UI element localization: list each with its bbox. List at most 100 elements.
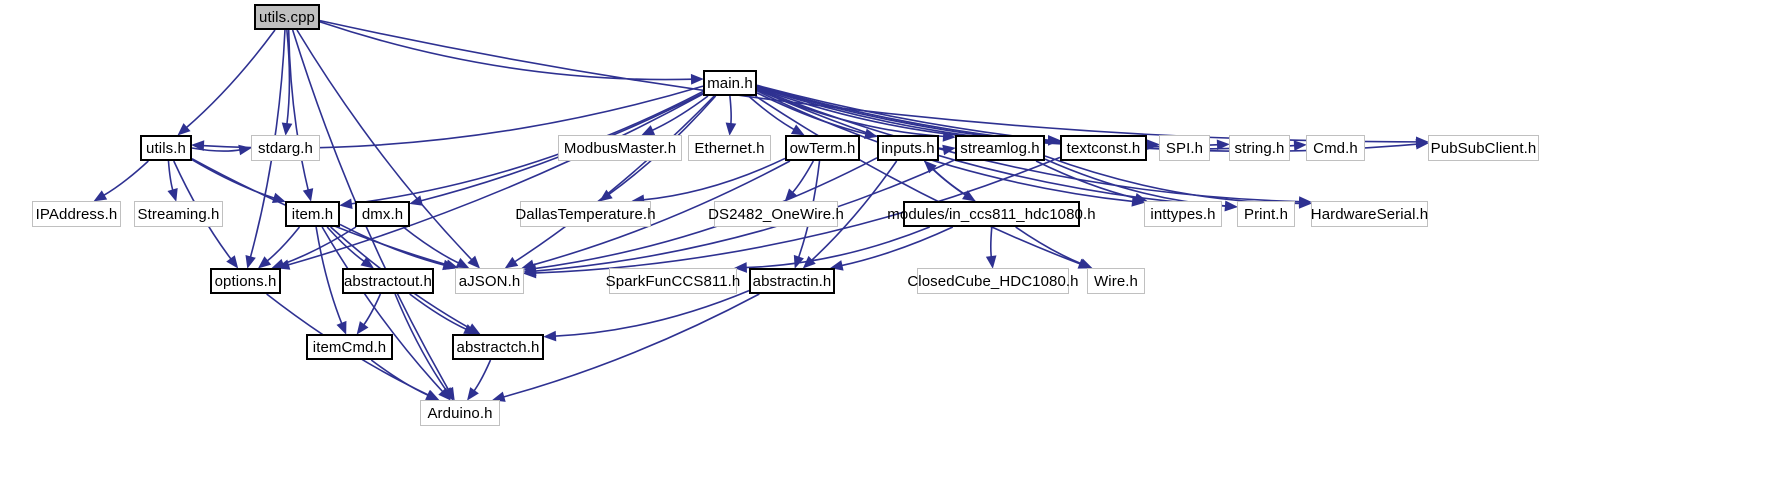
edge-in-ccs811-h-to-wire-h xyxy=(1015,226,1083,265)
edge-utils-h-to-streaming-h xyxy=(167,160,174,192)
edge-arrowhead xyxy=(271,192,286,203)
edge-item-h-to-options-h xyxy=(265,226,301,263)
edge-utils-cpp-to-pubsubclient-h xyxy=(319,19,1419,143)
node-label: utils.h xyxy=(146,139,186,157)
node-label: ModbusMaster.h xyxy=(563,139,677,157)
node-label: inputs.h xyxy=(881,139,935,157)
edge-arrowhead xyxy=(441,387,454,401)
node-item-h[interactable]: item.h xyxy=(285,201,340,227)
edge-arrowhead xyxy=(1134,192,1148,204)
node-inputs-h[interactable]: inputs.h xyxy=(877,135,939,161)
node-label: itemCmd.h xyxy=(312,338,387,356)
edge-item-h-to-arduino-h xyxy=(321,226,445,394)
edge-arrowhead xyxy=(226,255,239,269)
edge-arrowhead xyxy=(191,140,205,151)
edge-main-h-to-item-h xyxy=(349,90,704,205)
node-abstractout-h[interactable]: abstractout.h xyxy=(342,268,434,294)
node-ds2482-h[interactable]: DS2482_OneWire.h xyxy=(708,201,844,227)
edge-abstractin-h-to-arduino-h xyxy=(502,293,760,399)
edge-owterm-h-to-ajson-h xyxy=(531,160,791,267)
node-label: Print.h xyxy=(1243,205,1289,223)
node-label: DallasTemperature.h xyxy=(515,205,656,223)
edge-arrowhead xyxy=(356,321,369,335)
node-label: dmx.h xyxy=(361,205,404,223)
node-label: SPI.h xyxy=(1165,139,1204,157)
node-dallastemp-h[interactable]: DallasTemperature.h xyxy=(515,201,656,227)
edge-arrowhead xyxy=(1078,258,1093,269)
node-label: options.h xyxy=(214,272,277,290)
node-sparkfun-h[interactable]: SparkFunCCS811.h xyxy=(606,268,740,294)
node-cmd-h[interactable]: Cmd.h xyxy=(1306,135,1365,161)
edge-arrowhead xyxy=(690,73,704,85)
node-options-h[interactable]: options.h xyxy=(210,268,281,294)
node-closedcube-h[interactable]: ClosedCube_HDC1080.h xyxy=(907,268,1079,294)
edge-owterm-h-to-ds2482-h xyxy=(791,160,815,195)
node-label: string.h xyxy=(1234,139,1285,157)
node-utils-h[interactable]: utils.h xyxy=(140,135,192,161)
edge-arrowhead xyxy=(1293,140,1307,151)
node-label: main.h xyxy=(707,74,753,92)
edge-textconst-h-to-ajson-h xyxy=(533,156,1061,274)
node-stdarg-h[interactable]: stdarg.h xyxy=(251,135,320,161)
node-label: Wire.h xyxy=(1094,272,1138,290)
node-arduino-h[interactable]: Arduino.h xyxy=(420,400,500,426)
edge-arrowhead xyxy=(409,195,423,206)
node-abstractch-h[interactable]: abstractch.h xyxy=(452,334,544,360)
edge-arrowhead xyxy=(167,187,178,202)
edge-arrowhead xyxy=(425,389,440,401)
edge-main-h-to-owterm-h xyxy=(747,95,796,131)
edge-in-ccs811-h-to-sparkfun-h xyxy=(744,226,930,269)
node-owterm-h[interactable]: owTerm.h xyxy=(785,135,860,161)
node-label: abstractch.h xyxy=(456,338,540,356)
edge-utils-h-to-ipaddress-h xyxy=(102,160,149,197)
edge-arrowhead xyxy=(1216,139,1230,151)
edge-arrowhead xyxy=(339,198,353,210)
node-textconst-h[interactable]: textconst.h xyxy=(1060,135,1147,161)
edge-arrowhead xyxy=(641,125,656,136)
node-ethernet-h[interactable]: Ethernet.h xyxy=(688,135,771,161)
node-ajson-h[interactable]: aJSON.h xyxy=(455,268,524,294)
node-itemcmd-h[interactable]: itemCmd.h xyxy=(306,334,393,360)
edge-main-h-to-ajson-h xyxy=(513,95,715,264)
node-label: Cmd.h xyxy=(1313,139,1358,157)
edge-main-h-to-ethernet-h xyxy=(729,95,732,126)
edge-main-h-to-wire-h xyxy=(754,95,1082,266)
node-label: inttypes.h xyxy=(1150,205,1216,223)
node-modbusmaster-h[interactable]: ModbusMaster.h xyxy=(558,135,682,161)
edge-arrowhead xyxy=(238,144,252,156)
node-inttypes-h[interactable]: inttypes.h xyxy=(1144,201,1222,227)
node-main-h[interactable]: main.h xyxy=(703,70,757,96)
edge-arrowhead xyxy=(523,267,537,279)
node-ipaddress-h[interactable]: IPAddress.h xyxy=(32,201,121,227)
edge-in-ccs811-h-to-closedcube-h xyxy=(990,226,993,259)
edge-main-h-to-hardwareserial-h xyxy=(756,87,1302,203)
node-wire-h[interactable]: Wire.h xyxy=(1087,268,1145,294)
node-in-ccs811-h[interactable]: modules/in_ccs811_hdc1080.h xyxy=(887,201,1096,227)
node-abstractin-h[interactable]: abstractin.h xyxy=(749,268,835,294)
node-label: Arduino.h xyxy=(427,404,493,422)
node-label: modules/in_ccs811_hdc1080.h xyxy=(887,205,1096,223)
node-print-h[interactable]: Print.h xyxy=(1237,201,1295,227)
node-label: textconst.h xyxy=(1066,139,1141,157)
edge-utils-cpp-to-main-h xyxy=(319,21,694,81)
edge-arrowhead xyxy=(1415,138,1429,150)
node-label: owTerm.h xyxy=(789,139,856,157)
edge-arrowhead xyxy=(281,122,293,136)
node-streaming-h[interactable]: Streaming.h xyxy=(134,201,223,227)
node-label: ClosedCube_HDC1080.h xyxy=(907,272,1079,290)
node-dmx-h[interactable]: dmx.h xyxy=(355,201,410,227)
edge-utils-h-to-item-h xyxy=(191,159,276,200)
edge-main-h-to-modbusmaster-h xyxy=(650,95,709,132)
edge-arrowhead xyxy=(455,257,470,269)
node-spi-h[interactable]: SPI.h xyxy=(1159,135,1210,161)
node-utils-cpp[interactable]: utils.cpp xyxy=(254,4,320,30)
node-label: IPAddress.h xyxy=(35,205,118,223)
node-streamlog-h[interactable]: streamlog.h xyxy=(955,135,1045,161)
edge-arrowhead xyxy=(985,255,997,269)
node-hardwareserial-h[interactable]: HardwareSerial.h xyxy=(1311,201,1428,227)
node-pubsubclient-h[interactable]: PubSubClient.h xyxy=(1428,135,1539,161)
edge-arrowhead xyxy=(302,188,314,202)
node-string-h[interactable]: string.h xyxy=(1229,135,1290,161)
edge-inputs-h-to-abstractin-h xyxy=(810,160,898,262)
